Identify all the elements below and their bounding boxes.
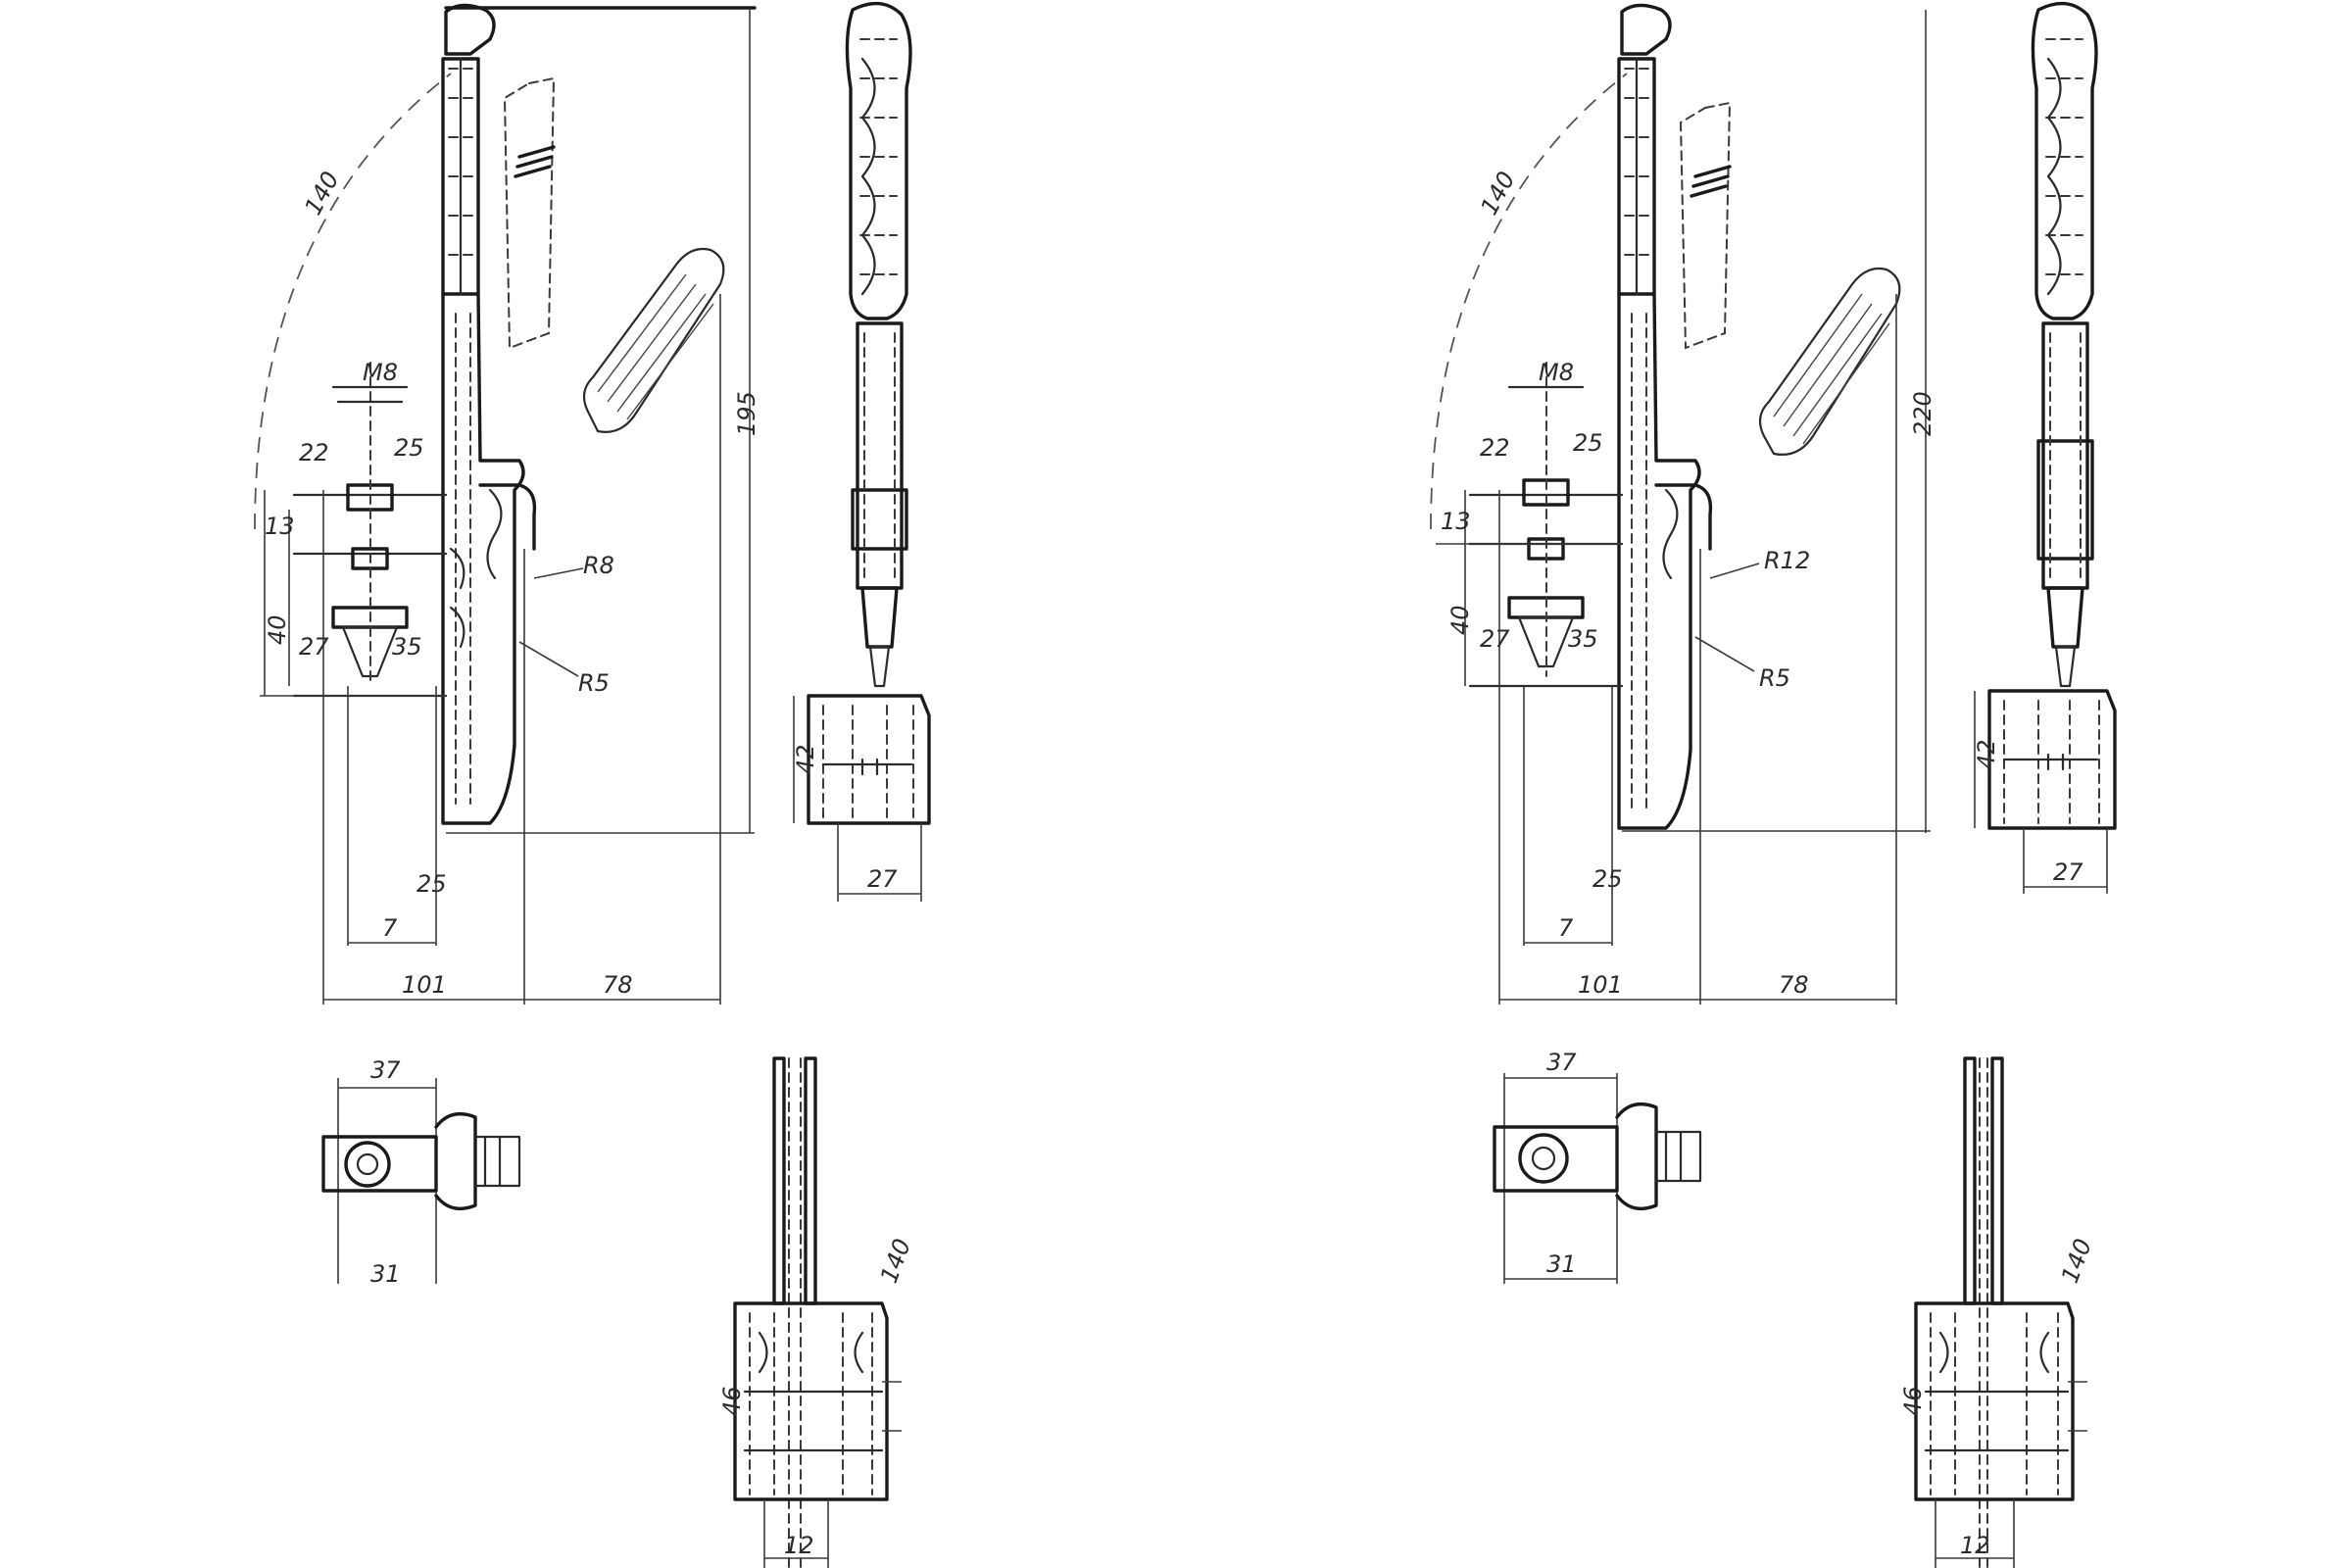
left-wsmall-dim: 7 bbox=[382, 914, 398, 942]
right-side-view: 42 27 bbox=[1973, 1, 2117, 894]
left-base-width-dim: 27 bbox=[867, 865, 898, 893]
left-side-view: 42 27 bbox=[792, 1, 931, 902]
right-base-height-dim: 42 bbox=[1973, 739, 2000, 769]
left-d5-dim: 27 bbox=[299, 633, 329, 661]
left-d2-dim: 25 bbox=[394, 434, 424, 462]
right-d3-dim: 13 bbox=[1441, 508, 1471, 535]
right-front-view: 140 M8 bbox=[1430, 3, 1936, 1004]
left-side-width-dim: 12 bbox=[784, 1532, 814, 1559]
right-side-width-dim: 12 bbox=[1960, 1532, 1990, 1559]
left-arc-dim: 140 bbox=[299, 167, 344, 220]
right-side-height-dim: 46 bbox=[1899, 1386, 1927, 1416]
right-d6-dim: 35 bbox=[1568, 625, 1598, 653]
right-swing-arc bbox=[1430, 73, 1628, 530]
left-swing-arc bbox=[254, 73, 452, 530]
right-d5-dim: 27 bbox=[1480, 625, 1510, 653]
right-r2-dim: R5 bbox=[1759, 664, 1790, 692]
right-angled-link bbox=[1758, 267, 1901, 456]
right-arc-dim: 140 bbox=[1475, 167, 1520, 220]
right-side-note-dim: 140 bbox=[2056, 1235, 2097, 1287]
right-height-dim: 220 bbox=[1909, 391, 1936, 436]
left-base-height-dim: 42 bbox=[792, 744, 819, 774]
right-r1-dim: R12 bbox=[1764, 547, 1810, 574]
right-spindle bbox=[1468, 362, 1624, 688]
left-d6-dim: 35 bbox=[392, 633, 422, 661]
right-plan-bottom-dim: 31 bbox=[1546, 1250, 1577, 1278]
left-d4-dim: 40 bbox=[264, 614, 291, 645]
right-variant: 140 M8 bbox=[1430, 1, 2117, 1568]
right-d4-dim: 40 bbox=[1446, 605, 1474, 635]
left-r2-dim: R5 bbox=[578, 669, 610, 697]
right-thread-dim: M8 bbox=[1539, 359, 1574, 386]
right-base-width-dim: 27 bbox=[2053, 858, 2083, 886]
left-angled-link bbox=[582, 247, 725, 433]
left-height-dim: 195 bbox=[733, 391, 760, 436]
left-bottom-side-view: 140 46 12 bbox=[718, 1056, 916, 1568]
left-plan-top-dim: 37 bbox=[370, 1056, 401, 1084]
left-variant: 140 bbox=[254, 1, 931, 1568]
left-wright-dim: 78 bbox=[603, 971, 633, 999]
right-wsmall-dim: 7 bbox=[1558, 914, 1574, 942]
left-open-handle bbox=[503, 76, 556, 350]
right-d2b-dim: 25 bbox=[1592, 865, 1623, 893]
left-d2b-dim: 25 bbox=[416, 870, 447, 898]
right-wleft-dim: 101 bbox=[1578, 971, 1623, 999]
left-d3-dim: 13 bbox=[265, 513, 295, 540]
left-side-height-dim: 46 bbox=[718, 1386, 746, 1416]
left-thread-dim: M8 bbox=[363, 359, 398, 386]
right-plan-view: 37 31 bbox=[1493, 1049, 1702, 1284]
left-side-note-dim: 140 bbox=[875, 1235, 916, 1287]
right-d2-dim: 25 bbox=[1573, 429, 1603, 457]
right-wright-dim: 78 bbox=[1779, 971, 1809, 999]
right-open-handle bbox=[1679, 101, 1732, 350]
left-front-view: 140 bbox=[254, 3, 760, 1004]
left-r1-dim: R8 bbox=[583, 552, 614, 579]
left-d1-dim: 22 bbox=[299, 439, 329, 466]
right-plan-top-dim: 37 bbox=[1546, 1049, 1577, 1076]
left-wleft-dim: 101 bbox=[402, 971, 447, 999]
left-plan-bottom-dim: 31 bbox=[370, 1260, 401, 1288]
right-bottom-side-view: 140 46 12 bbox=[1899, 1056, 2097, 1568]
left-plan-view: 37 31 bbox=[321, 1056, 521, 1288]
right-d1-dim: 22 bbox=[1480, 434, 1510, 462]
